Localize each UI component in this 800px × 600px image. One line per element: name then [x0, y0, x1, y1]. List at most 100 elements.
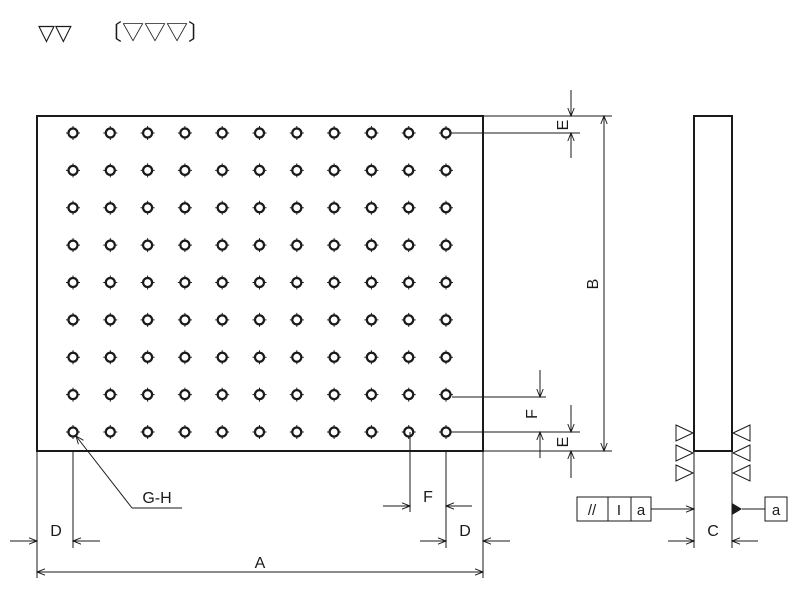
hole-marker [140, 312, 155, 327]
hole-marker [140, 425, 155, 439]
hole-marker [140, 200, 155, 215]
tolerance-value: I [617, 502, 621, 519]
hole-marker [327, 275, 342, 290]
hole-marker [439, 387, 453, 402]
clamp-symbols-right [731, 424, 751, 482]
dimension-label-d-left: D [50, 523, 62, 540]
surface-finish-symbol: ▽▽ [38, 20, 72, 45]
hole-marker [140, 126, 155, 140]
hole-marker [439, 163, 453, 178]
hole-marker [140, 350, 155, 365]
hole-marker [215, 238, 230, 253]
hole-grid [66, 126, 453, 439]
hole-marker [289, 163, 304, 178]
leader-arrow-g-h [76, 436, 133, 509]
hole-marker [401, 387, 416, 402]
hole-marker [103, 312, 118, 327]
hole-marker [401, 350, 416, 365]
hole-marker [364, 163, 379, 178]
hole-marker [177, 200, 192, 215]
hole-marker [364, 200, 379, 215]
hole-marker [103, 425, 118, 439]
hole-marker [215, 387, 230, 402]
hole-marker [177, 275, 192, 290]
hole-marker [289, 312, 304, 327]
hole-marker [289, 126, 304, 140]
hole-marker [364, 387, 379, 402]
dimension-label-c: C [707, 523, 719, 540]
hole-marker [140, 238, 155, 253]
hole-marker [364, 350, 379, 365]
hole-marker [327, 425, 342, 439]
plate-side-view [693, 115, 733, 452]
hole-marker [103, 126, 118, 140]
hole-marker [103, 275, 118, 290]
hole-marker [289, 275, 304, 290]
hole-marker [140, 275, 155, 290]
hole-marker [66, 238, 80, 253]
hole-marker [252, 312, 267, 327]
dimension-label-f-vertical: F [524, 409, 541, 419]
hole-marker [289, 238, 304, 253]
dimension-label-e-top: E [555, 120, 572, 131]
hole-marker [103, 200, 118, 215]
extension-lines [36, 115, 733, 578]
hole-marker [439, 350, 453, 365]
hole-marker [215, 126, 230, 140]
hole-marker [364, 275, 379, 290]
hole-marker [252, 200, 267, 215]
hole-marker [66, 126, 80, 140]
hole-marker [401, 163, 416, 178]
hole-marker [364, 238, 379, 253]
clamp-symbols-left [675, 424, 695, 482]
dimension-label-e-bottom: E [555, 437, 572, 448]
tolerance-datum-ref: a [637, 502, 646, 519]
hole-callout-g-h: G-H [142, 490, 171, 507]
hole-marker [401, 126, 416, 140]
hole-marker [327, 238, 342, 253]
hole-marker [439, 312, 453, 327]
surface-finish-alt-symbol: 〔▽▽▽〕 [100, 20, 210, 45]
hole-marker [327, 126, 342, 140]
tolerance-frame [576, 496, 694, 522]
hole-marker [103, 238, 118, 253]
hole-marker [103, 350, 118, 365]
hole-marker [66, 387, 80, 402]
hole-marker [439, 238, 453, 253]
tolerance-symbol-parallel: // [588, 502, 597, 519]
hole-marker [327, 200, 342, 215]
hole-marker [215, 275, 230, 290]
hole-marker [439, 275, 453, 290]
dimension-label-b: B [585, 279, 602, 290]
hole-marker [177, 312, 192, 327]
hole-marker [252, 425, 267, 439]
hole-marker [252, 275, 267, 290]
dimension-label-f-horizontal: F [423, 489, 433, 506]
hole-marker [66, 275, 80, 290]
hole-marker [177, 425, 192, 439]
hole-marker [215, 425, 230, 439]
hole-marker [66, 312, 80, 327]
hole-marker [289, 387, 304, 402]
hole-marker [289, 425, 304, 439]
hole-marker [177, 126, 192, 140]
hole-marker [103, 163, 118, 178]
hole-marker [252, 238, 267, 253]
hole-marker [252, 387, 267, 402]
dimension-label-a: A [255, 555, 266, 572]
hole-marker [66, 200, 80, 215]
hole-marker [401, 312, 416, 327]
hole-marker [66, 350, 80, 365]
hole-marker [401, 238, 416, 253]
hole-marker [103, 387, 118, 402]
hole-marker [289, 200, 304, 215]
hole-marker [439, 126, 453, 140]
hole-marker [401, 425, 416, 439]
datum-label-a: a [772, 502, 781, 519]
hole-marker [66, 425, 80, 439]
hole-marker [215, 200, 230, 215]
hole-marker [401, 200, 416, 215]
hole-marker [364, 312, 379, 327]
hole-marker [215, 312, 230, 327]
